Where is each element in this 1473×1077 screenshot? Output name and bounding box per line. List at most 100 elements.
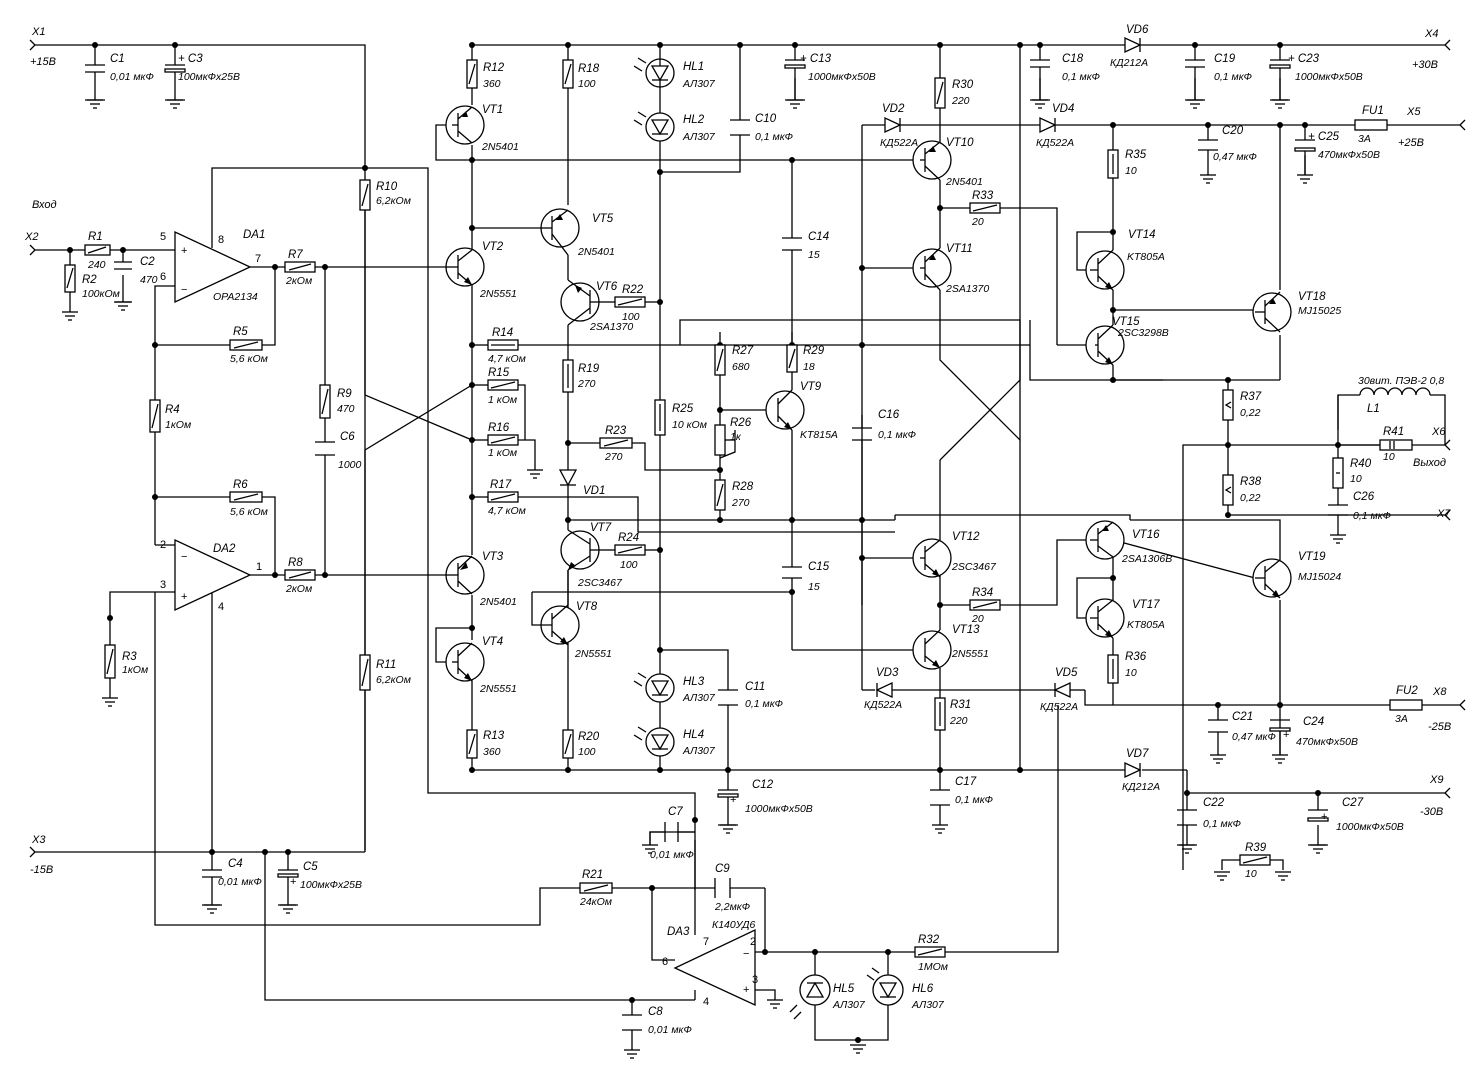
svg-text:−: − — [743, 948, 749, 960]
svg-text:+30В: +30В — [1412, 59, 1438, 71]
svg-text:VT5: VT5 — [592, 213, 614, 225]
svg-text:−: − — [181, 284, 187, 296]
svg-text:КД522А: КД522А — [1040, 701, 1078, 713]
svg-text:6,2кОм: 6,2кОм — [376, 674, 411, 686]
svg-text:C24: C24 — [1303, 716, 1324, 728]
port-x1[interactable]: X1+15В — [29, 26, 56, 68]
opamp-da1: +− 5 6 7 8 OPA2134 DA1 OPA2134 — [160, 229, 265, 304]
svg-text:0,01 мкФ: 0,01 мкФ — [650, 849, 694, 861]
diode-vd1: VD1 — [558, 469, 605, 497]
svg-text:6: 6 — [662, 956, 668, 968]
svg-text:+ C13: + C13 — [800, 53, 832, 65]
port-x7[interactable]: X7 — [1436, 508, 1451, 521]
svg-text:20: 20 — [971, 216, 984, 228]
port-x8[interactable]: X8-25В — [1428, 686, 1466, 733]
svg-text:100: 100 — [578, 78, 596, 90]
svg-text:R36: R36 — [1125, 651, 1147, 663]
svg-text:R25: R25 — [672, 403, 694, 415]
svg-text:KT815A: KT815A — [800, 429, 838, 441]
svg-text:VT16: VT16 — [1132, 529, 1160, 541]
svg-text:VT17: VT17 — [1132, 599, 1160, 611]
port-x5[interactable]: X5+25В — [1398, 106, 1466, 149]
svg-text:0,1 мкФ: 0,1 мкФ — [745, 698, 783, 710]
svg-text:R35: R35 — [1125, 149, 1147, 161]
svg-text:4,7 кОм: 4,7 кОм — [488, 353, 526, 365]
svg-text:4: 4 — [703, 996, 709, 1008]
svg-text:2SA1370: 2SA1370 — [945, 283, 989, 295]
svg-text:1000мкФх50В: 1000мкФх50В — [745, 803, 813, 815]
svg-text:VT2: VT2 — [482, 241, 504, 253]
svg-text:C22: C22 — [1203, 797, 1225, 809]
svg-text:2SC3298B: 2SC3298B — [1117, 327, 1169, 339]
svg-text:R13: R13 — [483, 730, 505, 742]
svg-text:VT9: VT9 — [800, 381, 822, 393]
svg-text:R40: R40 — [1350, 458, 1372, 470]
svg-text:20: 20 — [971, 613, 984, 625]
svg-text:2: 2 — [160, 539, 166, 551]
svg-text:C12: C12 — [752, 779, 774, 791]
svg-text:R6: R6 — [233, 479, 248, 491]
svg-text:КД212А: КД212А — [1110, 57, 1148, 69]
svg-text:VD6: VD6 — [1126, 24, 1149, 36]
capacitor-c9: C92,2мкФ — [714, 863, 750, 913]
svg-text:C6: C6 — [340, 431, 355, 443]
svg-text:0,22: 0,22 — [1240, 492, 1261, 504]
svg-text:2кОм: 2кОм — [285, 275, 312, 287]
svg-text:220: 220 — [949, 715, 968, 727]
svg-text:2SC3467: 2SC3467 — [951, 561, 997, 573]
svg-text:C2: C2 — [140, 256, 155, 268]
svg-text:R4: R4 — [165, 404, 180, 416]
inductor-l1: L1 30вит. ПЭВ-2 0,8 — [1358, 375, 1444, 415]
svg-text:VD3: VD3 — [876, 667, 899, 679]
svg-text:7: 7 — [255, 253, 261, 265]
svg-text:2N5401: 2N5401 — [479, 596, 517, 608]
svg-text:10: 10 — [1125, 667, 1137, 679]
svg-text:10: 10 — [1350, 473, 1362, 485]
svg-text:0,1 мкФ: 0,1 мкФ — [955, 794, 993, 806]
svg-text:X2: X2 — [24, 231, 38, 243]
svg-text:0,01 мкФ: 0,01 мкФ — [218, 876, 262, 888]
svg-text:DA1: DA1 — [243, 229, 265, 241]
port-x9[interactable]: X9-30В — [1420, 774, 1451, 818]
svg-text:АЛ307: АЛ307 — [832, 999, 866, 1011]
svg-text:R26: R26 — [730, 417, 752, 429]
svg-text:100кОм: 100кОм — [82, 288, 120, 300]
svg-text:0,1 мкФ: 0,1 мкФ — [878, 429, 916, 441]
svg-text:R27: R27 — [732, 345, 754, 357]
svg-text:R41: R41 — [1383, 426, 1404, 438]
svg-text:1: 1 — [256, 561, 262, 573]
svg-text:KT805A: KT805A — [1127, 619, 1165, 631]
svg-text:VT7: VT7 — [590, 522, 612, 534]
port-x4[interactable]: X4+30В — [1412, 28, 1451, 71]
svg-text:R3: R3 — [122, 651, 137, 663]
svg-text:R21: R21 — [582, 869, 603, 881]
svg-text:VD1: VD1 — [583, 485, 605, 497]
port-x3[interactable]: X3-15В — [29, 834, 53, 876]
